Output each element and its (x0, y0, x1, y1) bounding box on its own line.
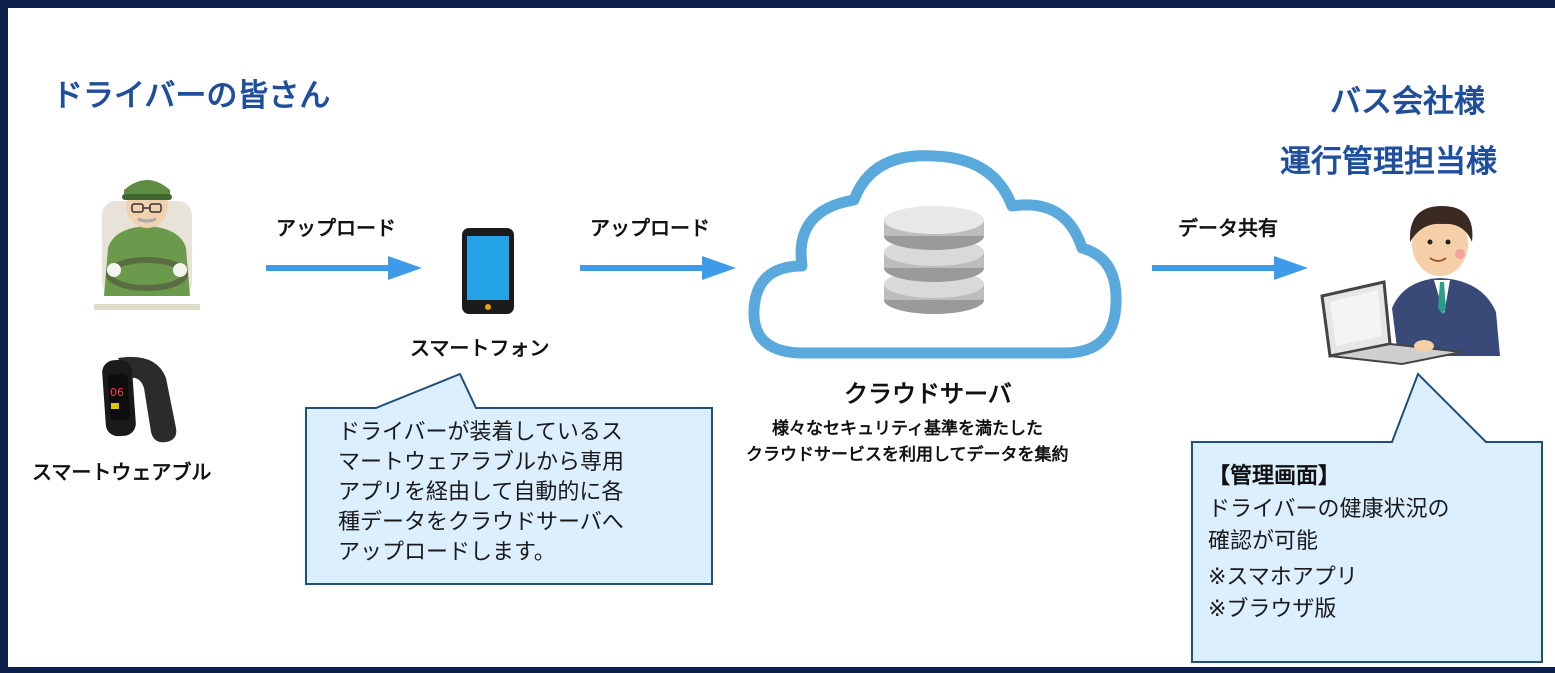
driver-callout-box (305, 372, 713, 585)
manager-illustration (1320, 206, 1500, 366)
drivers-heading: ドライバーの皆さん (52, 78, 331, 114)
callout-line: マートウェアラブルから専用 (338, 450, 625, 475)
wearable-display: 06 (110, 386, 124, 399)
management-screen-heading: 【管理画面】 (1208, 464, 1341, 489)
bus-company-heading: バス会社様 (1330, 84, 1485, 120)
driver-callout-text: ドライバーが装着しているス マートウェアラブルから専用 アプリを経由して自動的に… (338, 418, 708, 568)
cloud-desc-line-2: クラウドサービスを利用してデータを集約 (746, 445, 1069, 465)
upload-arrow-2 (580, 256, 736, 280)
management-desc-line: ドライバーの健康状況の (1208, 497, 1450, 522)
callout-line: アップロードします。 (338, 540, 556, 565)
operations-manager-heading: 運行管理担当様 (1280, 144, 1497, 180)
upload-label-1: アップロード (276, 216, 396, 240)
management-callout-text: 【管理画面】 ドライバーの健康状況の 確認が可能 ※スマホアプリ ※ブラウザ版 (1208, 458, 1538, 626)
smart-wearable-icon: 06 (102, 356, 177, 443)
management-desc-line: 確認が可能 (1208, 529, 1319, 554)
upload-arrow-1 (266, 256, 422, 280)
management-callout-box (1191, 372, 1543, 663)
cloud-desc-line-1: 様々なセキュリティ基準を満たした (772, 419, 1043, 439)
driver-illustration (94, 180, 200, 310)
smartphone-icon (462, 228, 514, 314)
callout-line: アプリを経由して自動的に各 (338, 480, 624, 505)
cloud-server-title: クラウドサーバ (844, 380, 1012, 408)
data-share-arrow (1152, 256, 1308, 280)
management-note: ※ブラウザ版 (1208, 597, 1337, 622)
database-icon (884, 206, 984, 314)
cloud-server-icon (748, 150, 1122, 359)
callout-line: ドライバーが装着しているス (338, 420, 623, 445)
smart-wearable-label: スマートウェアブル (32, 460, 212, 484)
upload-label-2: アップロード (590, 216, 710, 240)
management-note: ※スマホアプリ (1208, 565, 1358, 590)
callout-line: 種データをクラウドサーバへ (338, 510, 624, 535)
data-share-label: データ共有 (1178, 216, 1278, 240)
smartphone-label: スマートフォン (410, 336, 550, 360)
